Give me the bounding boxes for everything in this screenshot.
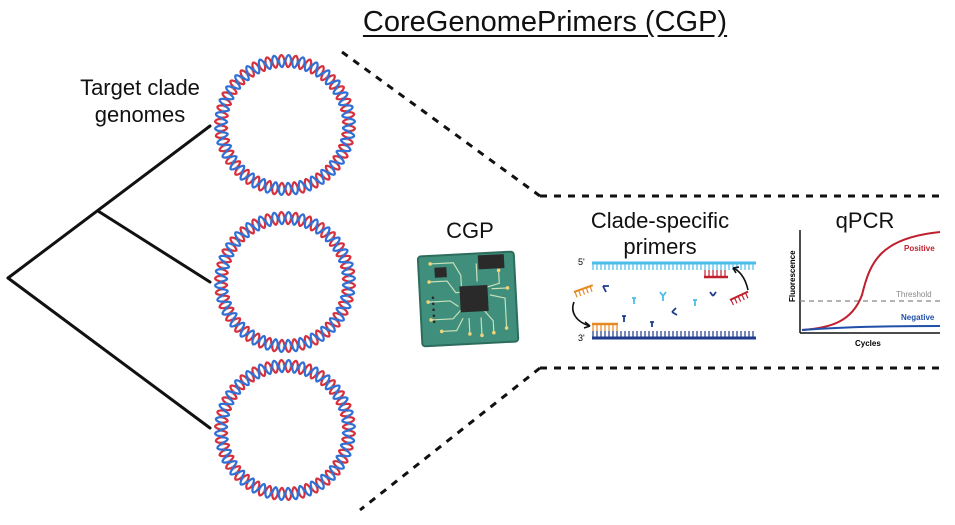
phylogenetic-tree: [6, 124, 212, 430]
binding-arrows: [572, 266, 749, 329]
zoom-dotted-lines: [341, 50, 945, 512]
bound-primer-red: [704, 270, 728, 279]
free-primer-red: [729, 290, 749, 306]
three-prime-label: 3': [578, 333, 585, 343]
positive-curve: [801, 231, 941, 331]
zoom-line-top-diagonal: [341, 50, 541, 198]
five-prime-label: 5': [578, 257, 585, 267]
bound-primer-orange: [592, 322, 618, 331]
genome-circle: [213, 210, 357, 354]
bottom-dna-strand: [592, 331, 756, 340]
cycles-axis-label: Cycles: [855, 339, 881, 348]
top-dna-strand: [592, 261, 756, 270]
qpcr-chart: Fluorescence Cycles Positive Threshold N…: [788, 230, 941, 348]
genome-circle: [213, 53, 357, 197]
free-primer-fragments: [602, 285, 717, 327]
clade-specific-primers-icon: 5' 3': [572, 257, 756, 343]
threshold-label: Threshold: [896, 290, 932, 299]
primers-label-line-1: Clade-specific: [590, 208, 730, 233]
positive-label: Positive: [904, 244, 935, 253]
arrow-left: [572, 301, 591, 327]
negative-curve: [801, 325, 941, 331]
tree-branch-inner: [96, 209, 212, 284]
cgp-chip-icon: [416, 250, 520, 348]
tree-branch-bottom: [6, 276, 212, 430]
negative-label: Negative: [901, 313, 935, 322]
qpcr-label: qPCR: [835, 208, 895, 233]
diagram-title: CoreGenomePrimers (CGP): [362, 6, 728, 38]
genome-circle: [213, 358, 357, 502]
zoom-line-bottom-diagonal: [359, 366, 541, 512]
cgp-label: CGP: [446, 218, 494, 243]
genome-circles: [213, 53, 357, 502]
free-primer-orange: [573, 284, 594, 298]
primers-label-line-2: primers: [623, 234, 697, 259]
fluorescence-axis-label: Fluorescence: [788, 250, 797, 302]
clade-label-line-1: Target clade: [80, 75, 200, 100]
tree-branch-root-top: [6, 124, 212, 280]
clade-label-line-2: genomes: [94, 102, 186, 127]
